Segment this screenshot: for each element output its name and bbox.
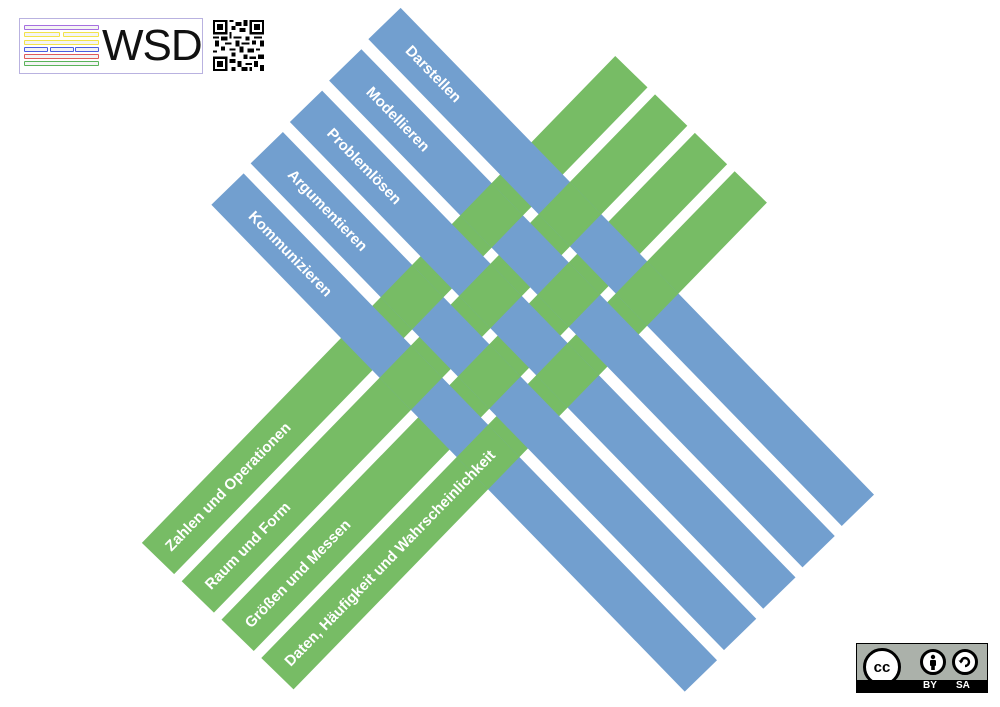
process-competency-band: [289, 90, 796, 609]
sa-label: SA: [956, 680, 970, 691]
cc-icon: cc: [863, 648, 901, 686]
process-competency-band: [368, 7, 875, 526]
wsd-logo: WSD: [19, 18, 203, 74]
share-alike-icon: [952, 649, 978, 675]
logo-mini-row: [24, 54, 99, 59]
by-label: BY: [923, 680, 937, 691]
logo-mini-row: [24, 47, 48, 52]
attribution-person-icon: [920, 649, 946, 675]
cc-by-sa-license-badge[interactable]: cc BY SA: [856, 643, 988, 693]
logo-mini-row: [24, 25, 99, 30]
license-label-bar: [857, 680, 987, 692]
logo-mini-row: [24, 61, 99, 66]
logo-mini-row: [75, 47, 99, 52]
logo-mini-row: [24, 40, 99, 45]
logo-mini-row: [63, 32, 99, 37]
wsd-logo-text: WSD: [102, 21, 203, 70]
qr-code-icon: [213, 20, 264, 71]
logo-mini-row: [50, 47, 74, 52]
wsd-logo-mini-layout-icon: [24, 23, 99, 69]
process-competency-band: [211, 173, 718, 692]
logo-mini-row: [24, 32, 60, 37]
